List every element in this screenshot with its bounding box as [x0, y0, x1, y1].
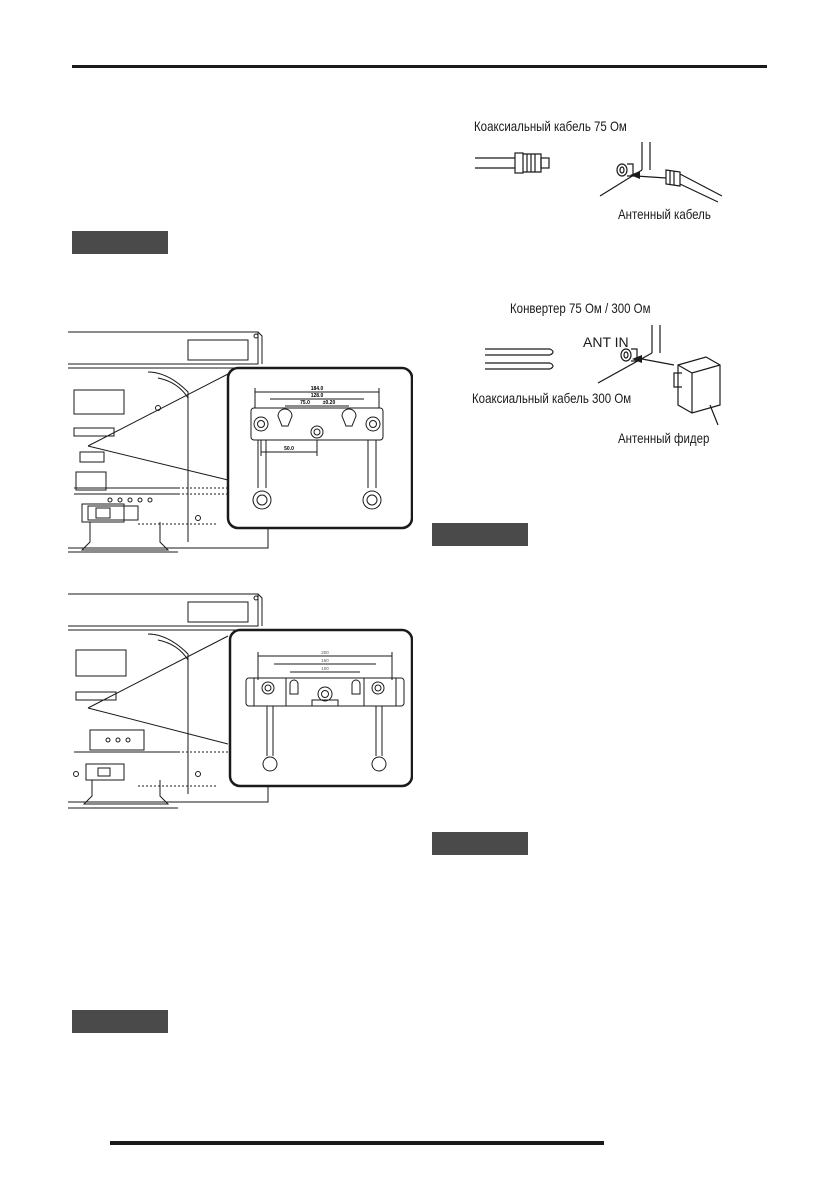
dim-inner-1: 75.0 [300, 400, 310, 406]
section-tab-1 [72, 231, 168, 254]
ant-in-label: ANT IN [583, 334, 629, 350]
dim-inner-2: 100 [321, 666, 329, 671]
section-tab-3 [432, 523, 528, 546]
wall-mount-diagram-1: 184.0 128.0 75.0 ±0.20 50.0 [68, 331, 413, 553]
antenna-feeder-label: Антенный фидер [618, 430, 710, 446]
dim-outer-2: 200 [321, 650, 329, 655]
wall-mount-diagram-2: 200 150 100 [68, 593, 413, 809]
footer-rule [110, 1141, 604, 1145]
header-rule [72, 65, 767, 68]
coax-300-label: Коаксиальный кабель 300 Ом [472, 390, 632, 406]
dim-middle-1: 128.0 [311, 393, 324, 399]
dim-tolerance-1: ±0.20 [323, 400, 336, 406]
coax-300-connection-illustration [485, 325, 721, 425]
antenna-cable-label: Антенный кабель [618, 206, 711, 222]
dim-outer-1: 184.0 [311, 386, 324, 392]
converter-label: Конвертер 75 Ом / 300 Ом [510, 300, 651, 316]
section-tab-2 [72, 1010, 168, 1033]
coax-75-label: Коаксиальный кабель 75 Ом [474, 118, 627, 134]
dim-middle-2: 150 [321, 658, 329, 663]
dim-offset-1: 50.0 [284, 446, 294, 452]
section-tab-4 [432, 832, 528, 855]
coax-75-connection-illustration [475, 142, 723, 203]
